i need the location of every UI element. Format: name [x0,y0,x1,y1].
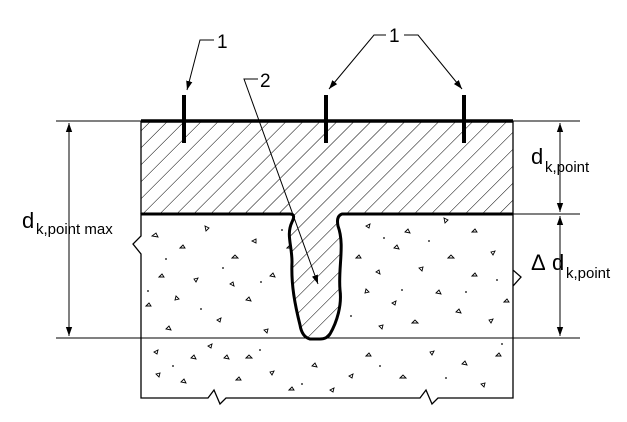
leader-line-1-left [186,39,214,91]
leader-line-2 [243,78,319,285]
label-delta-d-point: Δ d k,point [531,250,611,282]
label-d-point: d k,point [531,144,590,176]
svg-text:d: d [531,144,543,169]
svg-text:Δ: Δ [531,250,546,275]
label-2: 2 [260,71,271,92]
aggregate-speckles [144,217,510,393]
label-1-left: 1 [217,32,228,53]
leader-line-1-right [404,34,463,90]
aggregate-dots [147,229,503,385]
label-d-point-max: d k,point max [22,208,113,238]
svg-text:k,point max: k,point max [36,221,113,238]
svg-text:k,point: k,point [566,265,611,282]
leader-line-1-center [328,34,386,90]
svg-text:d: d [22,208,34,233]
label-1-right: 1 [389,26,400,47]
svg-text:k,point: k,point [545,159,590,176]
coating-interface-line [141,212,513,341]
svg-text:d: d [552,250,564,275]
